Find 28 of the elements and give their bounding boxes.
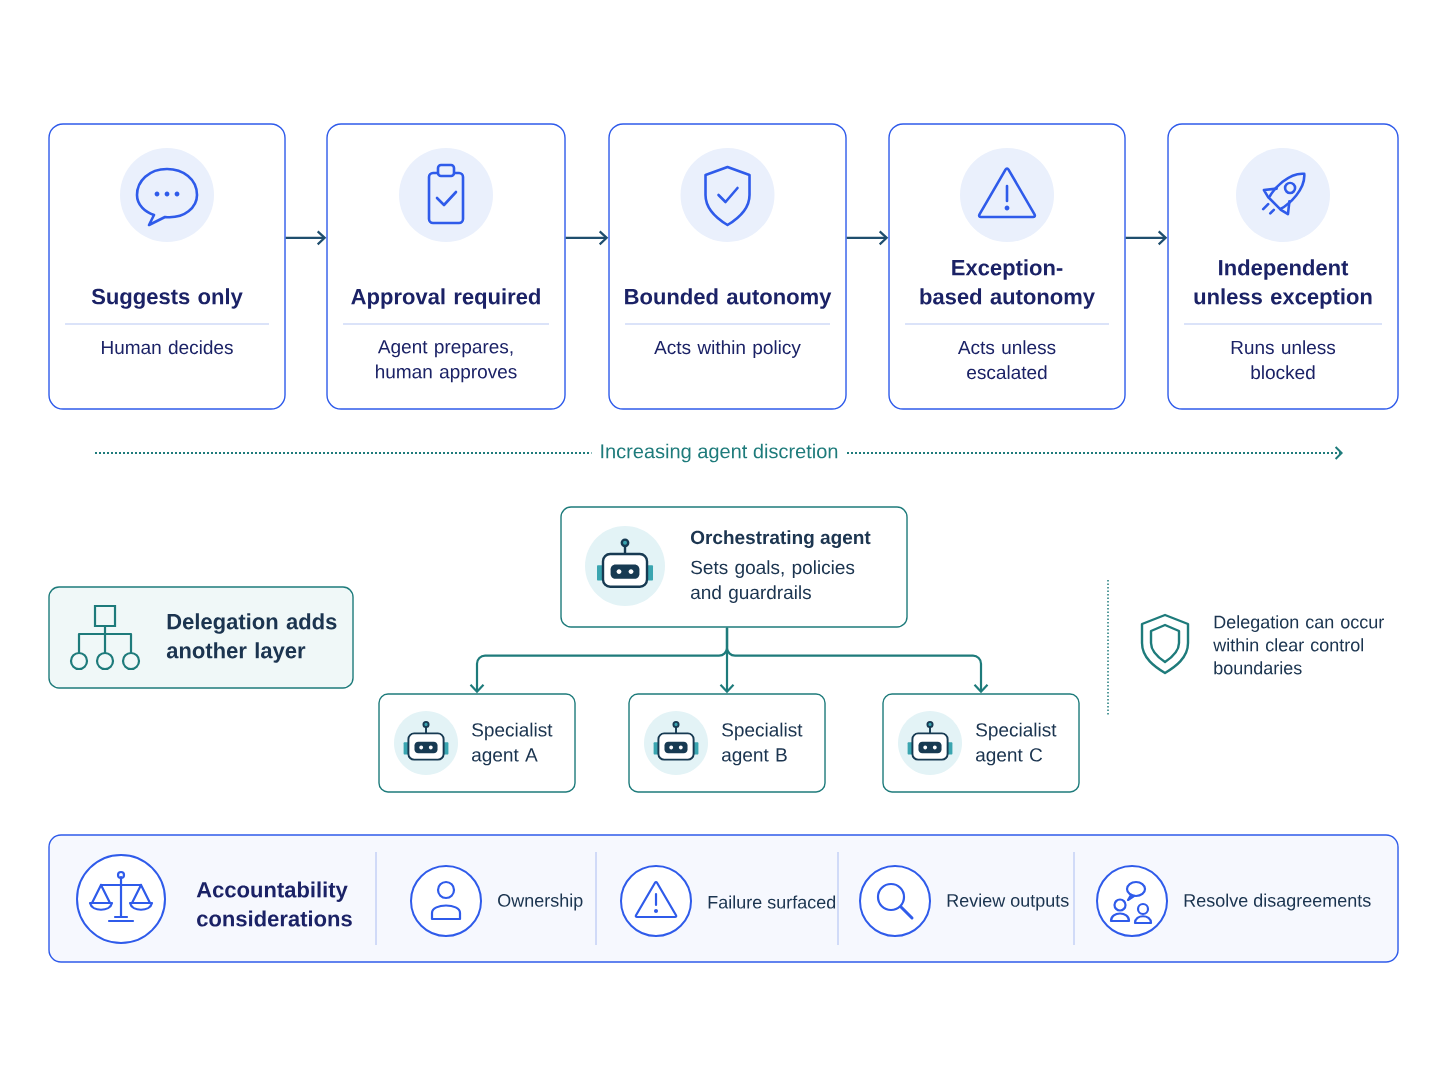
arrow: [285, 230, 327, 246]
agent-label: Specialist agent A: [472, 722, 553, 766]
callout-text: Delegation adds another layer: [166, 613, 337, 663]
agent-description: Sets goals, policies and guardrails: [691, 560, 855, 603]
arrow: [725, 627, 989, 694]
stage-description: Runs unless blocked: [1231, 340, 1336, 380]
stage-description: Human decides: [102, 340, 233, 355]
stage-description: Acts unless escalated: [957, 340, 1056, 380]
stage-title: Exception-based autonomy: [920, 259, 1095, 309]
stage-title: Suggests only: [91, 288, 243, 309]
arrow: [1125, 230, 1168, 246]
stage-description: Acts within policy: [654, 340, 801, 358]
band-title: Accountability considerations: [196, 881, 352, 927]
arrow: [846, 230, 889, 246]
item-label: Ownership: [498, 893, 583, 911]
agent-label: Specialist agent B: [722, 722, 803, 766]
stage-title: Bounded autonomy: [625, 288, 832, 309]
item-label: Review outputs: [947, 893, 1069, 911]
axis-label: Increasing agent discretion: [591, 441, 847, 465]
item-label: Failure surfaced: [708, 895, 836, 909]
agent-label: Specialist agent C: [976, 722, 1057, 766]
note-text: Delegation can occur within clear control boundaries: [1213, 615, 1384, 675]
stage-description: Agent prepares, human approves: [376, 340, 517, 383]
stage-title: Independent unless exception: [1194, 259, 1372, 309]
stage-title: Approval required: [351, 288, 540, 309]
arrow: [565, 230, 609, 246]
agent-title: Orchestrating agent: [691, 530, 871, 548]
item-label: Resolve disagreements: [1184, 893, 1371, 911]
